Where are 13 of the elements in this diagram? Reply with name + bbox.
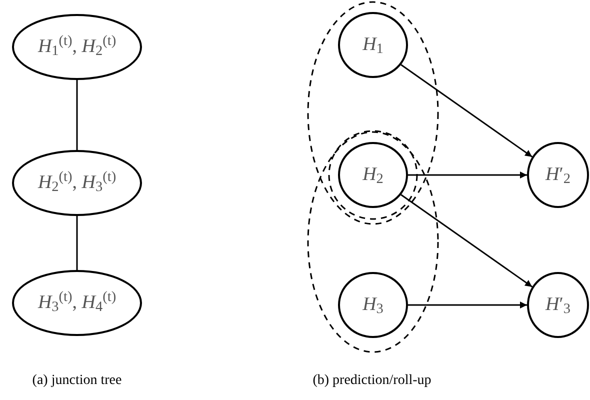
connector-line bbox=[76, 216, 78, 270]
circle-node: H$_{3}$ bbox=[338, 272, 408, 338]
circle-node: H′$_{3}$ bbox=[527, 272, 589, 338]
connector-line bbox=[76, 80, 78, 150]
arrow bbox=[408, 172, 527, 178]
circle-node: H$_{2}$ bbox=[338, 142, 408, 208]
caption-text: (b) prediction/roll-up bbox=[312, 372, 432, 390]
arrow bbox=[400, 64, 533, 158]
circle-node: H′$_{2}$ bbox=[527, 142, 589, 208]
arrow bbox=[408, 302, 527, 308]
caption-text: (a) junction tree bbox=[32, 372, 122, 390]
circle-node: H$_{1}$ bbox=[338, 12, 408, 78]
arrow bbox=[400, 194, 533, 288]
